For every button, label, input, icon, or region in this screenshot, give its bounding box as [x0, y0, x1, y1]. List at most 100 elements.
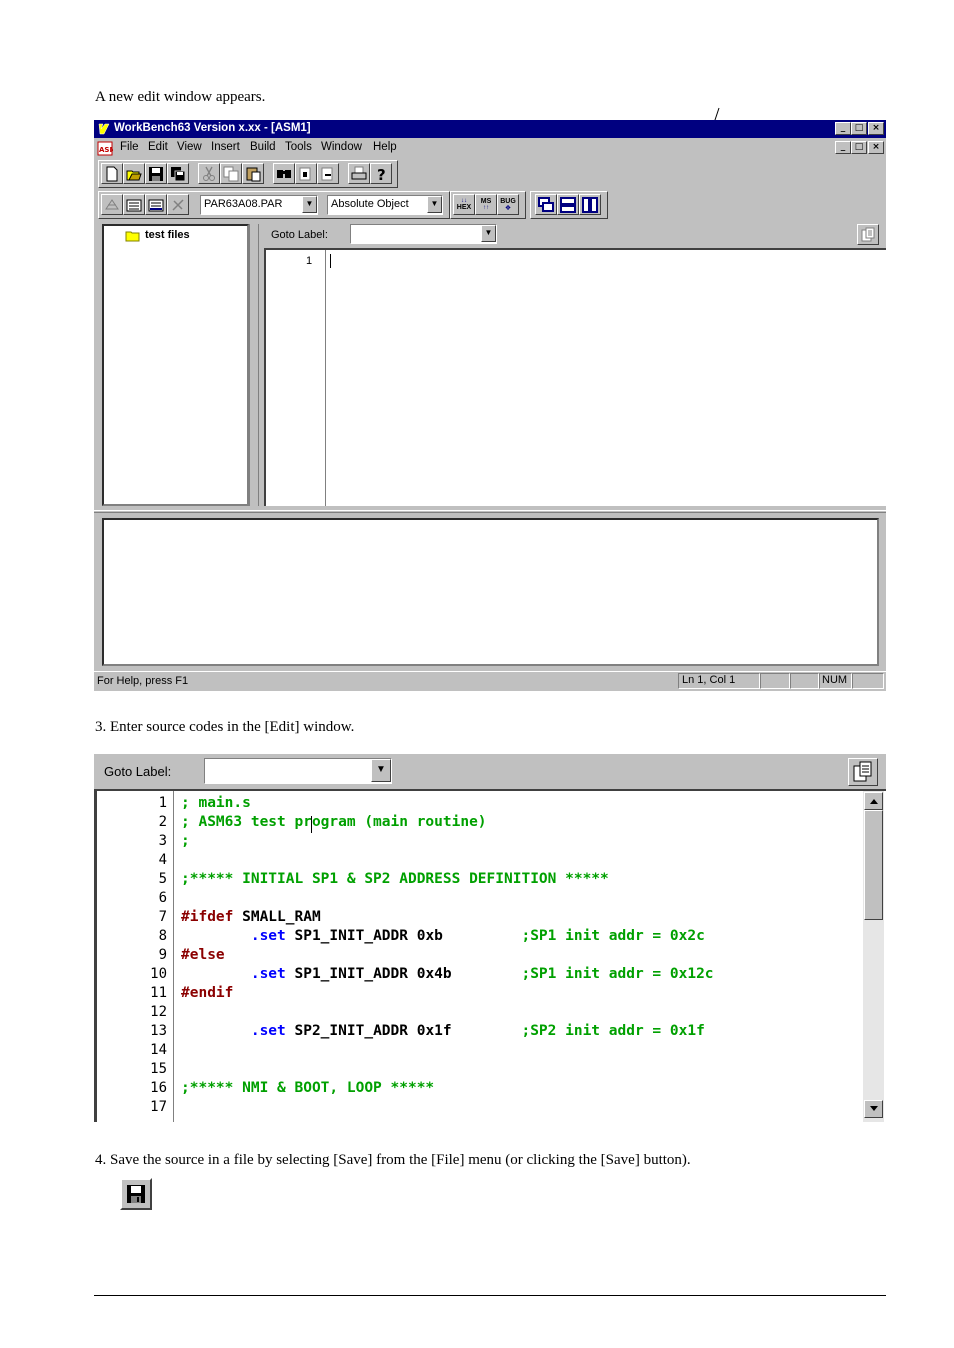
doc-minimize-button[interactable]: _: [835, 141, 851, 154]
goto-label-select-2[interactable]: ▼: [204, 758, 392, 784]
code-line[interactable]: 2; ASM63 test program (main routine): [97, 814, 857, 833]
cut-button[interactable]: [198, 163, 220, 184]
status-help: For Help, press F1: [97, 675, 189, 687]
replace-icon: [299, 167, 311, 180]
workbench-window: WorkBench63 Version x.xx - [ASM1] _ □ × …: [94, 120, 886, 691]
code-line[interactable]: 3;: [97, 833, 857, 852]
par-file-value: PAR63A08.PAR: [204, 198, 283, 210]
cascade-button[interactable]: [535, 194, 557, 215]
close-button[interactable]: ×: [868, 122, 884, 135]
minimize-button[interactable]: _: [835, 122, 851, 135]
code-line[interactable]: 10 .set SP1_INIT_ADDR 0x4b ;SP1 init add…: [97, 966, 857, 985]
code-line[interactable]: 16;***** NMI & BOOT, LOOP *****: [97, 1080, 857, 1099]
chevron-down-icon[interactable]: ▼: [481, 225, 496, 242]
line-number: 1: [306, 255, 313, 267]
code-token: #ifdef: [181, 909, 234, 925]
pane-splitter[interactable]: [249, 224, 259, 506]
bug-label: BUG: [500, 197, 516, 205]
object-type-select[interactable]: Absolute Object ▼: [327, 195, 443, 215]
line-number: 16: [150, 1080, 167, 1096]
output-splitter[interactable]: [94, 510, 886, 513]
menu-edit[interactable]: Edit: [148, 141, 168, 153]
hex-icon: ↓↓: [461, 198, 467, 204]
help-button[interactable]: ?: [370, 163, 392, 184]
code-line[interactable]: 9#else: [97, 947, 857, 966]
goto-button-2[interactable]: [848, 758, 878, 786]
save-button[interactable]: [145, 163, 167, 184]
line-number: 1: [158, 795, 167, 811]
edit-area[interactable]: 1: [264, 248, 886, 506]
code-token: ; main.s: [181, 795, 251, 811]
tree-root-label[interactable]: test files: [145, 229, 190, 241]
scroll-up-button[interactable]: [864, 792, 883, 810]
restore-button[interactable]: □: [851, 122, 867, 135]
menu-file[interactable]: File: [120, 141, 139, 153]
scroll-thumb[interactable]: [864, 810, 883, 920]
print-button[interactable]: [348, 163, 370, 184]
menu-view[interactable]: View: [177, 141, 202, 153]
code-line[interactable]: 15: [97, 1061, 857, 1080]
par-file-select[interactable]: PAR63A08.PAR ▼: [200, 195, 318, 215]
find-button[interactable]: [273, 163, 295, 184]
doc-icon[interactable]: ASM: [97, 141, 113, 156]
line-number: 11: [150, 985, 167, 1001]
find-next-icon: [321, 167, 333, 180]
code-line[interactable]: 5;***** INITIAL SP1 & SP2 ADDRESS DEFINI…: [97, 871, 857, 890]
hex-button[interactable]: ↓↓ HEX: [453, 194, 475, 215]
code-line[interactable]: 11#endif: [97, 985, 857, 1004]
code-editor[interactable]: 1 ; main.s 2; ASM63 test program (main rou…: [94, 789, 886, 1122]
replace-button[interactable]: [295, 163, 317, 184]
scroll-down-button[interactable]: [864, 1100, 883, 1118]
menu-insert[interactable]: Insert: [211, 141, 240, 153]
code-text: ;: [181, 833, 190, 849]
menu-build[interactable]: Build: [250, 141, 276, 153]
find-next-button[interactable]: [317, 163, 339, 184]
vertical-scrollbar[interactable]: [863, 791, 884, 1122]
code-token: ; ASM63 test program (main routine): [181, 814, 487, 830]
code-token: SMALL_RAM: [233, 909, 321, 925]
code-line[interactable]: 4: [97, 852, 857, 871]
code-line[interactable]: 17: [97, 1099, 857, 1118]
new-button[interactable]: [101, 163, 123, 184]
copy-button[interactable]: [220, 163, 242, 184]
chevron-down-icon[interactable]: ▼: [427, 196, 442, 213]
scroll-up-icon: [869, 799, 878, 804]
rebuild-button[interactable]: [145, 194, 167, 215]
app-icon: [98, 123, 110, 135]
menu-window[interactable]: Window: [321, 141, 362, 153]
goto-button[interactable]: [857, 224, 879, 245]
save-icon: [149, 166, 163, 181]
doc-restore-button[interactable]: □: [851, 141, 867, 154]
chevron-down-icon[interactable]: ▼: [371, 759, 391, 782]
menu-help[interactable]: Help: [373, 141, 397, 153]
stop-build-button[interactable]: [167, 194, 189, 215]
open-button[interactable]: [123, 163, 145, 184]
output-pane[interactable]: [102, 518, 879, 666]
code-line[interactable]: 13 .set SP2_INIT_ADDR 0x1f ;SP2 init add…: [97, 1023, 857, 1042]
tile-vertical-button[interactable]: [579, 194, 601, 215]
code-line[interactable]: 6: [97, 890, 857, 909]
goto-label-select[interactable]: ▼: [350, 224, 497, 244]
code-line[interactable]: 7#ifdef SMALL_RAM: [97, 909, 857, 928]
bug-button[interactable]: BUG ❖: [497, 194, 519, 215]
paste-button[interactable]: [242, 163, 264, 184]
tile-v-icon: [582, 196, 598, 213]
code-token: SP1_INIT_ADDR 0x4b: [285, 966, 522, 982]
tile-horizontal-button[interactable]: [557, 194, 579, 215]
code-token: ;SP1 init addr = 0x12c: [521, 966, 714, 982]
code-line[interactable]: 12: [97, 1004, 857, 1023]
code-line[interactable]: 14: [97, 1042, 857, 1061]
save-all-button[interactable]: [167, 163, 189, 184]
ms-button[interactable]: MS ↑↑: [475, 194, 497, 215]
goto-icon: [861, 227, 875, 241]
doc-close-button[interactable]: ×: [868, 141, 884, 154]
code-line[interactable]: 8 .set SP1_INIT_ADDR 0xb ;SP1 init addr …: [97, 928, 857, 947]
build-button[interactable]: [123, 194, 145, 215]
menu-tools[interactable]: Tools: [285, 141, 312, 153]
compile-button[interactable]: [101, 194, 123, 215]
print-icon: [351, 166, 367, 179]
workspace-tree[interactable]: test files: [102, 224, 249, 506]
chevron-down-icon[interactable]: ▼: [302, 196, 317, 213]
code-line[interactable]: 1 ; main.s: [97, 795, 857, 814]
compile-icon: [105, 198, 119, 209]
